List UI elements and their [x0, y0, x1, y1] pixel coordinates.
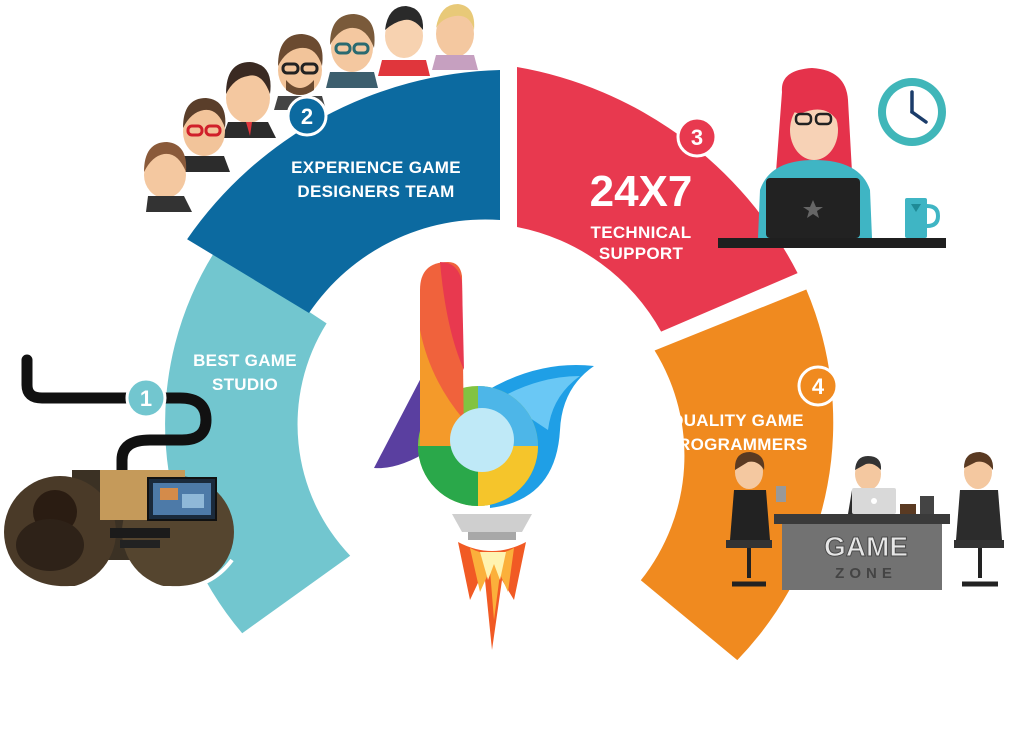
- segment-3-labels: 24X7 TECHNICAL SUPPORT: [590, 167, 693, 263]
- coffee-mug-icon: [905, 198, 941, 238]
- badge-1-number: 1: [140, 386, 152, 411]
- worker-right: [954, 452, 1004, 587]
- segment-2-designers-team: [187, 70, 500, 313]
- badge-1: 1: [125, 377, 167, 419]
- head-4: [326, 14, 378, 88]
- badge-2-number: 2: [301, 104, 313, 129]
- badge-3: 3: [676, 116, 718, 158]
- segment-3-line2: SUPPORT: [599, 244, 684, 263]
- segment-2-line1: EXPERIENCE GAME: [291, 158, 461, 177]
- head-2: [222, 62, 276, 138]
- segment-1-line1: BEST GAME: [193, 351, 297, 370]
- badge-2: 2: [286, 95, 328, 137]
- head-5: [378, 6, 430, 76]
- segment-3-big-text: 24X7: [590, 167, 693, 216]
- rocket-logo-icon: [374, 262, 594, 650]
- segment-2-labels: EXPERIENCE GAME DESIGNERS TEAM: [291, 158, 461, 201]
- gamer-photo: [4, 470, 234, 591]
- segment-2-line2: DESIGNERS TEAM: [297, 182, 454, 201]
- head-1: [178, 98, 230, 172]
- game-zone-title: GAME: [824, 531, 908, 562]
- head-6: [432, 4, 478, 70]
- segment-4-line1: QUALITY GAME: [670, 411, 804, 430]
- gamepad-cable-icon: [21, 354, 212, 482]
- segment-3-line1: TECHNICAL: [591, 223, 692, 242]
- team-heads-icon: [144, 4, 478, 212]
- office-desk-icon: GAME ZONE: [726, 452, 1004, 590]
- game-zone-subtitle: ZONE: [835, 565, 897, 582]
- segment-4-labels: QUALITY GAME PROGRAMMERS: [666, 411, 807, 454]
- laptop-icon: [852, 488, 896, 514]
- worker-left: [726, 452, 786, 587]
- head-0: [144, 142, 192, 212]
- segment-1-line2: STUDIO: [212, 375, 278, 394]
- segment-3-technical-support: [517, 67, 798, 332]
- support-agent-icon: [718, 68, 946, 248]
- badge-4-number: 4: [812, 374, 825, 399]
- badge-3-number: 3: [691, 125, 703, 150]
- wall-clock-icon: [878, 78, 946, 146]
- segment-1-labels: BEST GAME STUDIO: [193, 351, 297, 394]
- badge-4: 4: [797, 365, 839, 407]
- segment-4-line2: PROGRAMMERS: [666, 435, 807, 454]
